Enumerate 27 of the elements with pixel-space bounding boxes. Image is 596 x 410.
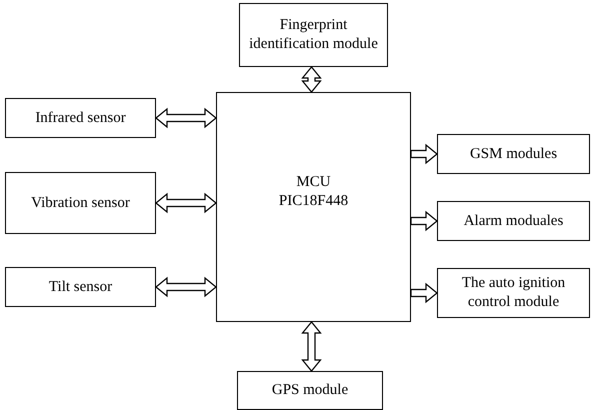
hollow-arrow: [155, 108, 217, 128]
hollow-arrow: [301, 66, 322, 93]
module-box: [437, 201, 590, 241]
node-label: GPS module: [272, 381, 348, 400]
module-box: [437, 268, 590, 318]
hollow-arrow: [410, 282, 438, 304]
node-label: The auto ignition control module: [460, 274, 566, 312]
module-box: [237, 371, 383, 410]
node-label: Fingerprint identification module: [248, 16, 379, 54]
node-label: PIC18F448: [278, 192, 348, 211]
node-label: MCU: [296, 173, 331, 192]
node-label: Infrared sensor: [35, 108, 126, 128]
node-label: Vibration sensor: [31, 194, 130, 212]
module-box: [5, 98, 156, 138]
node-label: Alarm moduales: [464, 212, 564, 230]
module-box: [239, 3, 388, 67]
mcu-box: [216, 92, 411, 322]
hollow-arrow: [410, 144, 438, 164]
node-label: Tilt sensor: [48, 278, 112, 296]
hollow-arrow: [301, 321, 322, 372]
module-box: [5, 267, 156, 307]
hollow-arrow: [410, 210, 438, 232]
module-box: [437, 134, 590, 174]
node-label: GSM modules: [470, 144, 558, 164]
module-box: [5, 172, 156, 234]
hollow-arrow: [155, 276, 217, 298]
hollow-arrow: [155, 192, 217, 214]
